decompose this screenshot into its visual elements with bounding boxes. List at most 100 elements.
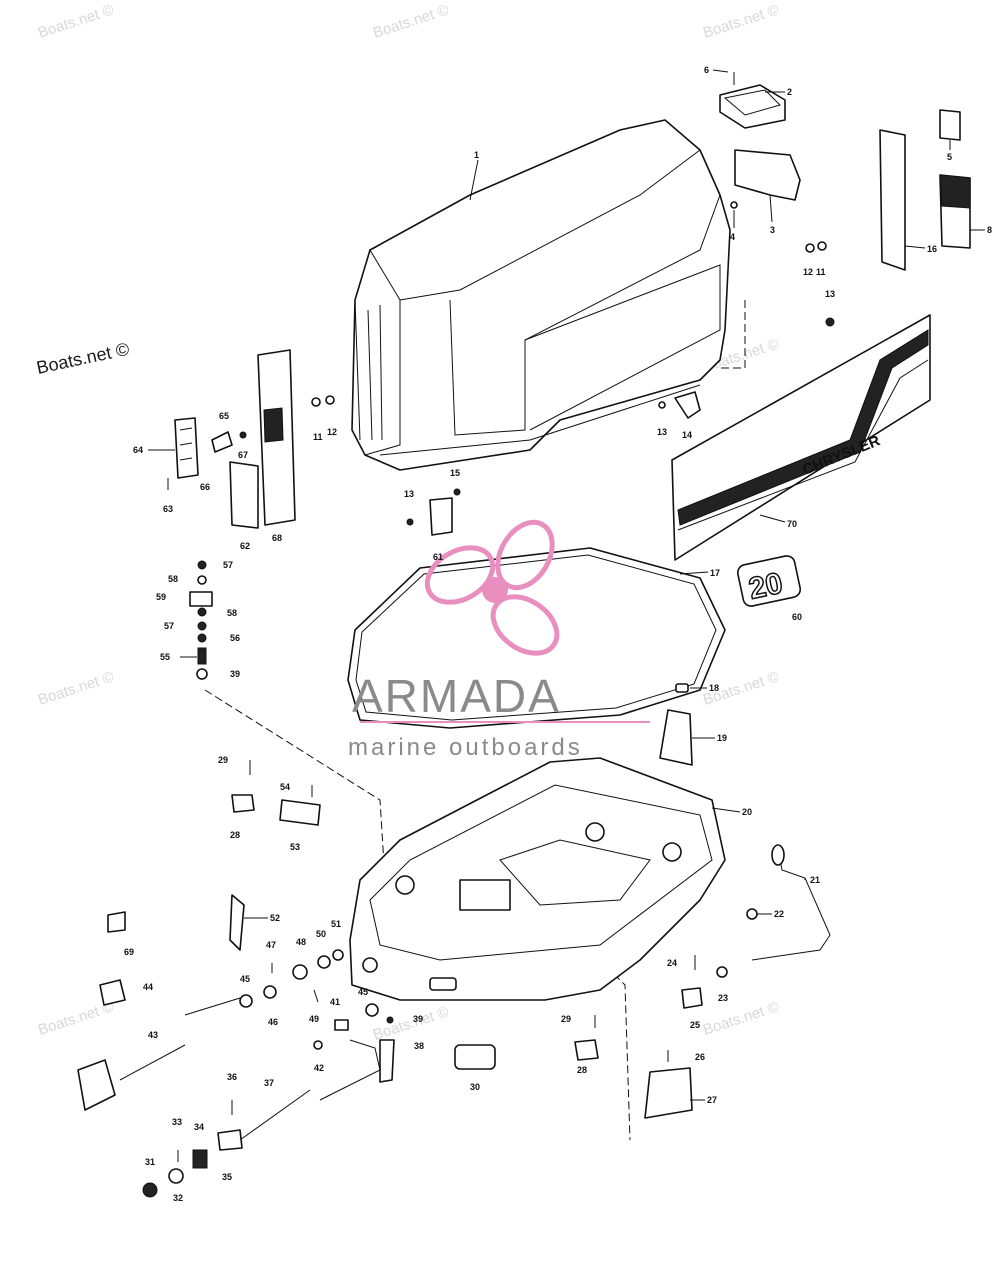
callout-45: 45: [358, 987, 368, 997]
motor-cover[interactable]: [351, 119, 731, 471]
part-12-washer[interactable]: [325, 395, 335, 405]
leader-line: [679, 571, 709, 575]
part-39-grommet[interactable]: [196, 668, 208, 680]
part-31-nut[interactable]: [142, 1182, 158, 1198]
part-27-bracket[interactable]: [644, 1067, 693, 1119]
part-46-bushing[interactable]: [263, 985, 277, 999]
right-lower-parts[interactable]: [644, 844, 831, 1119]
part-45-bushing[interactable]: [365, 1003, 379, 1017]
part-28-clamp[interactable]: [231, 794, 255, 813]
right-mid-parts[interactable]: [659, 683, 693, 766]
part-13-screw[interactable]: [658, 401, 666, 409]
part-23-nut[interactable]: [716, 966, 728, 978]
cover-bottom-edge: [379, 384, 701, 456]
left-latch-parts[interactable]: [167, 349, 296, 529]
part-57-nut[interactable]: [197, 560, 207, 570]
callout-29: 29: [218, 755, 228, 765]
part-37-link[interactable]: [239, 1089, 311, 1141]
part-4-screw[interactable]: [730, 201, 738, 209]
part-44-grommet[interactable]: [99, 979, 126, 1006]
part-57-nut[interactable]: [197, 621, 207, 631]
part-61-bracket[interactable]: [429, 497, 453, 536]
part-43-handle[interactable]: [77, 1059, 116, 1111]
callout-58: 58: [227, 608, 237, 618]
part-5-clip[interactable]: [939, 109, 961, 141]
part-52-gasket[interactable]: [229, 894, 245, 951]
part-18-screw[interactable]: [675, 683, 689, 693]
part-45-bushing[interactable]: [239, 994, 253, 1008]
part-19-bracket[interactable]: [659, 709, 693, 766]
watermark-text: Boats.net ©: [371, 1, 451, 41]
hp-badge[interactable]: 20: [736, 554, 802, 607]
decal-stripe: [677, 329, 929, 526]
cover-side-panel: [524, 264, 721, 431]
lower-center-parts[interactable]: [365, 1003, 599, 1083]
part-11-nut[interactable]: [817, 241, 827, 251]
part-69-fitting[interactable]: [107, 911, 126, 933]
part-28-clamp[interactable]: [574, 1039, 599, 1061]
top-right-parts[interactable]: [658, 72, 971, 419]
part-25-bracket[interactable]: [681, 987, 703, 1009]
part-56-nut[interactable]: [197, 633, 207, 643]
watermark-text: Boats.net ©: [371, 1003, 451, 1043]
armada-logo: ARMADA marine outboards: [348, 519, 650, 761]
pan-boss: [395, 875, 415, 895]
part-21-cable[interactable]: [751, 847, 831, 961]
brand-tagline: marine outboards: [348, 734, 583, 761]
callout-51: 51: [331, 919, 341, 929]
callout-58: 58: [168, 574, 178, 584]
lower-motor-pan[interactable]: [349, 757, 726, 1001]
part-14-clip[interactable]: [674, 391, 701, 419]
part-55-spring[interactable]: [197, 647, 207, 665]
part-62-plate[interactable]: [229, 461, 259, 529]
cover-seal[interactable]: [347, 547, 726, 729]
cover-front-ribs: [354, 299, 383, 441]
part-48-bushing[interactable]: [292, 964, 308, 980]
part-34-spring[interactable]: [192, 1149, 208, 1169]
lower-left-parts[interactable]: [77, 760, 381, 1198]
leader-line: [769, 194, 773, 223]
part-35-block[interactable]: [217, 1129, 243, 1151]
part-38-lever[interactable]: [379, 1039, 395, 1083]
pan-cutout: [499, 839, 651, 906]
callout-42: 42: [314, 1063, 324, 1073]
callout-34: 34: [194, 1122, 204, 1132]
callout-69: 69: [124, 947, 134, 957]
pan-boss: [585, 822, 605, 842]
part-30-cover[interactable]: [454, 1044, 496, 1070]
part-41-cap[interactable]: [334, 1019, 349, 1031]
part-12-washer[interactable]: [805, 243, 815, 253]
part-16-plate[interactable]: [879, 129, 906, 271]
part-3-bracket[interactable]: [734, 149, 801, 201]
callout-36: 36: [227, 1072, 237, 1082]
part-67-screw[interactable]: [239, 431, 247, 439]
part-51-bushing[interactable]: [332, 949, 344, 961]
part-42-nut[interactable]: [313, 1040, 323, 1050]
part-66-lever[interactable]: [211, 431, 233, 453]
part-13-nut[interactable]: [825, 317, 835, 327]
part-59-bracket[interactable]: [189, 591, 213, 607]
part-58-washer[interactable]: [197, 607, 207, 617]
left-fastener-stack[interactable]: [189, 560, 213, 680]
part-15-screw[interactable]: [453, 488, 461, 496]
part-53-plate[interactable]: [279, 799, 321, 826]
cover-edge: [364, 249, 401, 456]
part-22-nut[interactable]: [746, 908, 758, 920]
part-64-latch[interactable]: [174, 417, 199, 479]
callout-59: 59: [156, 592, 166, 602]
callout-47: 47: [266, 940, 276, 950]
pan-boss: [662, 842, 682, 862]
center-bracket[interactable]: [311, 395, 461, 536]
callout-27: 27: [707, 1095, 717, 1105]
part-49-pin[interactable]: [313, 989, 319, 1003]
part-32-washer[interactable]: [168, 1168, 184, 1184]
part-11-nut[interactable]: [311, 397, 321, 407]
part-58-washer[interactable]: [197, 575, 207, 585]
badge-outline: [736, 555, 802, 607]
watermark-text: Boats.net ©: [36, 668, 116, 708]
callout-54: 54: [280, 782, 290, 792]
part-50-bushing[interactable]: [317, 955, 331, 969]
part-39-grommet[interactable]: [386, 1016, 394, 1024]
part-13-nut[interactable]: [406, 518, 414, 526]
callout-49: 49: [309, 1014, 319, 1024]
